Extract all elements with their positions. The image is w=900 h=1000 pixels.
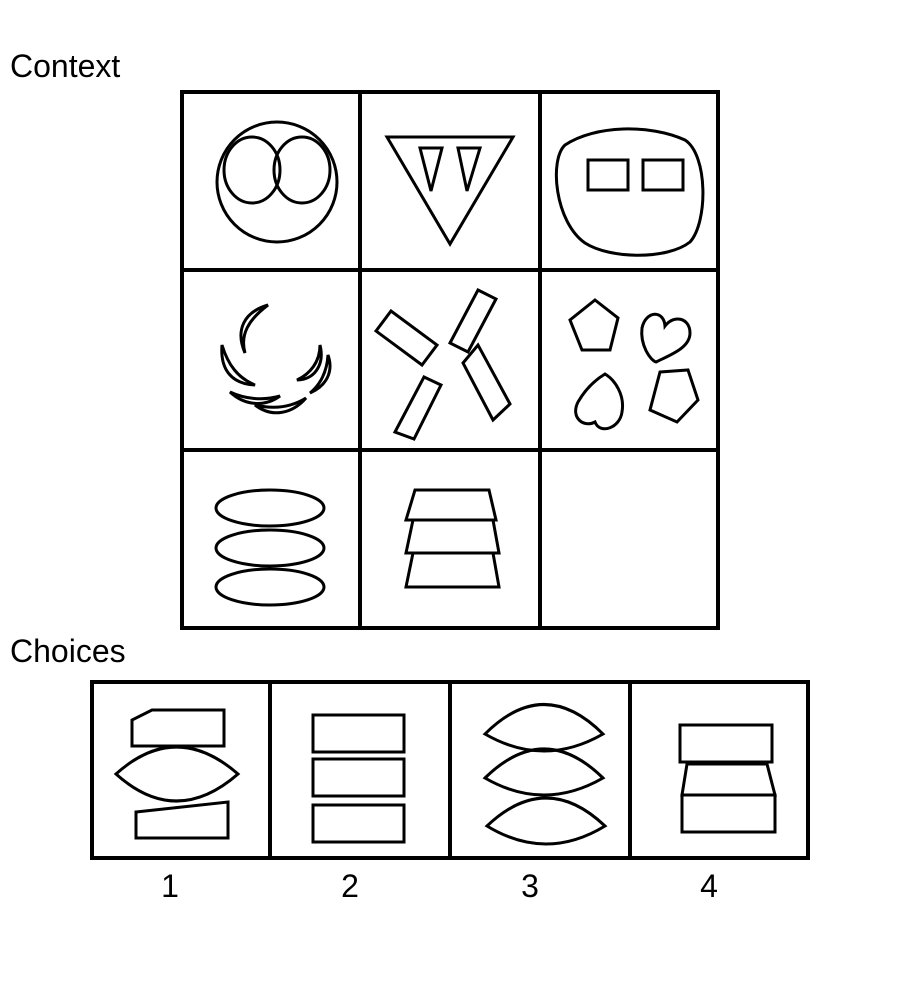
choice-3-number[interactable]: 3 (521, 868, 539, 904)
choice-4-figure[interactable] (628, 680, 810, 860)
context-cell-5 (358, 268, 542, 452)
choices-row-svg (90, 680, 810, 860)
choice-2-number[interactable]: 2 (341, 868, 359, 904)
choice-3-figure[interactable] (448, 680, 632, 860)
context-cell-6 (538, 268, 720, 452)
context-cell-2 (358, 90, 542, 272)
choice-4-number[interactable]: 4 (700, 868, 718, 904)
context-grid (180, 90, 720, 630)
context-cell-1 (180, 90, 362, 272)
context-grid-svg (180, 90, 720, 630)
choice-2-figure[interactable] (268, 680, 452, 860)
choices-row (90, 680, 810, 860)
choice-1-number[interactable]: 1 (161, 868, 179, 904)
context-cell-7 (180, 448, 362, 630)
choices-label: Choices (10, 633, 126, 669)
choice-1-figure[interactable] (90, 680, 272, 860)
context-cell-3 (538, 90, 720, 272)
context-cell-8 (358, 448, 542, 630)
context-label: Context (10, 48, 121, 84)
context-cell-9-missing (538, 448, 720, 630)
context-cell-4 (180, 268, 362, 452)
